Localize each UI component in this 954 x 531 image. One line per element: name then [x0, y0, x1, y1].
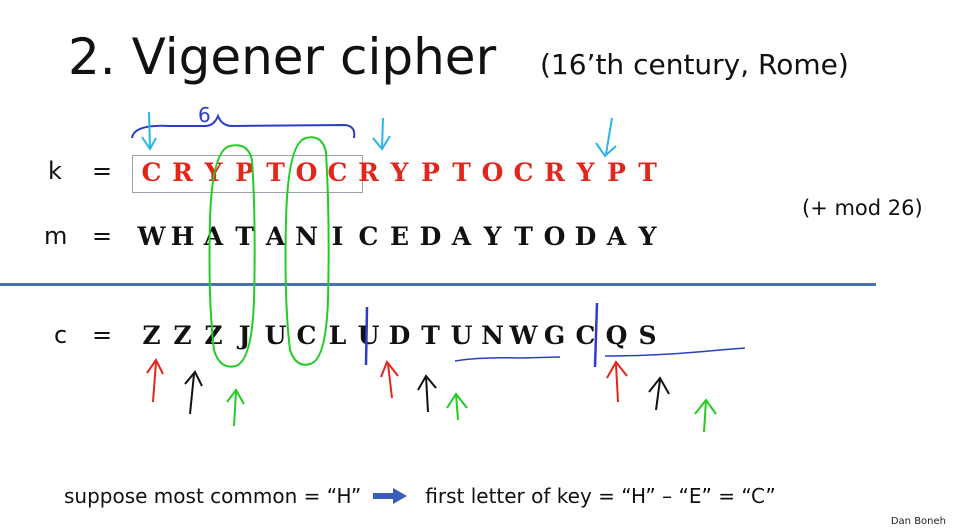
mod-note: (+ mod 26) [802, 196, 923, 220]
black-up-arrow-icon [184, 370, 203, 415]
letter-m-10: A [451, 222, 472, 251]
black-up-arrow-icon [417, 374, 437, 413]
letter-m-12: T [514, 222, 533, 251]
letter-m-4: A [265, 222, 286, 251]
letter-m-11: Y [483, 222, 502, 251]
letter-k-9: P [421, 158, 440, 187]
letter-c-12: W [509, 321, 538, 350]
letter-k-16: T [638, 158, 657, 187]
letter-c-2: Z [204, 321, 223, 350]
letter-k-6: C [327, 158, 348, 187]
blue-underline [604, 347, 746, 357]
divider-line [0, 283, 876, 286]
letter-m-14: D [574, 222, 597, 251]
letter-c-7: U [357, 321, 380, 350]
cyan-arrow-icon [141, 111, 157, 151]
letter-k-8: Y [390, 158, 409, 187]
red-up-arrow-icon [380, 360, 399, 399]
footer-right-text: first letter of key = “H” – “E” = “C” [425, 484, 776, 508]
letter-k-3: P [235, 158, 254, 187]
letter-m-3: T [235, 222, 254, 251]
letter-m-7: C [358, 222, 379, 251]
letter-k-5: O [295, 158, 318, 187]
green-up-arrow-icon [694, 398, 717, 433]
right-arrow-icon [373, 488, 408, 504]
letter-c-15: Q [605, 321, 628, 350]
letter-c-0: Z [142, 321, 161, 350]
period-separator [364, 306, 369, 366]
letter-c-10: U [450, 321, 473, 350]
equals-sign-k: = [92, 157, 113, 185]
row-label-m: m [44, 222, 68, 250]
cyan-arrow-icon [372, 117, 391, 151]
cyan-arrow-icon [595, 117, 617, 158]
equals-sign-c: = [92, 321, 113, 349]
period-separator [593, 302, 599, 368]
slide-subtitle: (16’th century, Rome) [540, 48, 849, 81]
footer-note: suppose most common = “H” first letter o… [64, 484, 776, 508]
green-up-arrow-icon [226, 388, 245, 427]
blue-underline [454, 356, 561, 362]
red-up-arrow-icon [606, 360, 628, 403]
period-number-six: 6 [198, 103, 211, 127]
letter-m-13: O [543, 222, 566, 251]
green-column-loop [284, 136, 330, 366]
letter-m-8: E [389, 222, 410, 251]
key-period-box [132, 155, 363, 193]
letter-c-16: S [638, 321, 657, 350]
letter-m-9: D [419, 222, 442, 251]
letter-m-15: A [606, 222, 627, 251]
letter-k-13: R [544, 158, 565, 187]
letter-m-16: Y [638, 222, 657, 251]
letter-m-0: W [137, 222, 166, 251]
red-up-arrow-icon [146, 358, 164, 403]
letter-c-13: G [543, 321, 566, 350]
equals-sign-m: = [92, 222, 113, 250]
period-brace [131, 113, 356, 139]
letter-c-4: U [264, 321, 287, 350]
letter-c-14: C [575, 321, 596, 350]
letter-c-1: Z [173, 321, 192, 350]
letter-m-5: N [295, 222, 318, 251]
letter-k-10: T [452, 158, 471, 187]
letter-m-6: I [331, 222, 344, 251]
letter-k-7: R [358, 158, 379, 187]
letter-k-1: R [172, 158, 193, 187]
letter-c-3: J [238, 321, 251, 350]
slide-title: 2. Vigener cipher [68, 28, 497, 86]
green-up-arrow-icon [446, 392, 468, 421]
letter-c-5: C [296, 321, 317, 350]
letter-c-11: N [481, 321, 504, 350]
letter-k-15: P [607, 158, 626, 187]
author-credit: Dan Boneh [890, 516, 946, 527]
green-column-loop [208, 144, 256, 368]
row-label-k: k [48, 157, 62, 185]
footer-left-text: suppose most common = “H” [64, 484, 362, 508]
letter-k-11: O [481, 158, 504, 187]
letter-k-14: Y [576, 158, 595, 187]
letter-k-4: T [266, 158, 285, 187]
letter-m-1: H [170, 222, 195, 251]
row-label-c: c [54, 321, 68, 349]
black-up-arrow-icon [648, 376, 670, 411]
letter-c-8: D [388, 321, 411, 350]
letter-k-0: C [141, 158, 162, 187]
letter-k-2: Y [204, 158, 223, 187]
letter-k-12: C [513, 158, 534, 187]
letter-c-9: T [421, 321, 440, 350]
letter-c-6: L [328, 321, 347, 350]
